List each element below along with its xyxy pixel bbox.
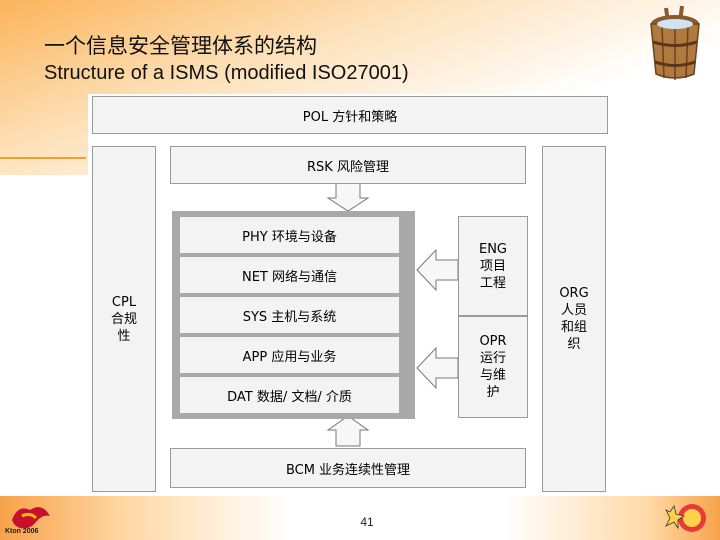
- kton-logo-icon: [12, 507, 50, 529]
- cpl-line-1: CPL: [111, 294, 137, 310]
- diagram-arrows: [326, 181, 459, 447]
- eng-box: ENG 项目 工程: [458, 216, 528, 316]
- mascot-logo-icon: [665, 504, 706, 532]
- org-line-4: 织: [567, 337, 581, 352]
- org-line-3: 和组: [560, 320, 587, 335]
- rsk-box: RSK 风险管理: [170, 146, 526, 184]
- opr-line-3: 与维: [479, 368, 506, 383]
- layer-app: APP 应用与业务: [180, 337, 399, 373]
- opr-line-2: 运行: [479, 351, 506, 366]
- eng-line-2: 项目: [479, 258, 506, 274]
- opr-box: OPR 运行 与维 护: [458, 316, 528, 418]
- org-line-2: 人员: [560, 303, 587, 318]
- layer-stack: PHY 环境与设备 NET 网络与通信 SYS 主机与系统 APP 应用与业务 …: [172, 211, 415, 419]
- cpl-line-3: 性: [117, 328, 131, 344]
- pol-box: POL 方针和策略: [92, 96, 608, 134]
- pol-label: POL 方针和策略: [302, 109, 398, 125]
- kton-logo-text: Kton 2006: [5, 528, 39, 535]
- slide-title-english: Structure of a ISMS (modified ISO27001): [44, 62, 409, 84]
- title-underline: [0, 157, 86, 159]
- org-box: ORG 人员 和组 织: [542, 146, 606, 492]
- eng-line-1: ENG: [478, 241, 507, 257]
- cpl-box: CPL 合规 性: [92, 146, 156, 492]
- slide-title-chinese: 一个信息安全管理体系的结构: [44, 34, 317, 58]
- up-arrow-icon: [326, 415, 370, 447]
- page-number: 41: [360, 515, 374, 529]
- opr-line-4: 护: [486, 385, 500, 400]
- bcm-label: BCM 业务连续性管理: [285, 462, 411, 478]
- org-line-1: ORG: [559, 286, 589, 301]
- layer-phy: PHY 环境与设备: [180, 217, 399, 253]
- left-arrow-icon: [416, 248, 459, 292]
- left-arrow-icon: [416, 346, 459, 390]
- layer-dat: DAT 数据/ 文档/ 介质: [180, 377, 399, 413]
- rsk-label: RSK 风险管理: [307, 159, 389, 175]
- cpl-line-2: 合规: [110, 311, 137, 327]
- bcm-box: BCM 业务连续性管理: [170, 448, 526, 488]
- down-arrow-icon: [326, 181, 370, 212]
- layer-sys: SYS 主机与系统: [180, 297, 399, 333]
- footer-bar: [0, 496, 720, 540]
- layer-net: NET 网络与通信: [180, 257, 399, 293]
- isms-structure-diagram: POL 方针和策略 RSK 风险管理 CPL 合规 性 ORG 人员 和组 织 …: [88, 94, 610, 494]
- eng-line-3: 工程: [479, 275, 506, 291]
- bucket-logo-icon: [650, 5, 700, 80]
- opr-line-1: OPR: [479, 334, 507, 349]
